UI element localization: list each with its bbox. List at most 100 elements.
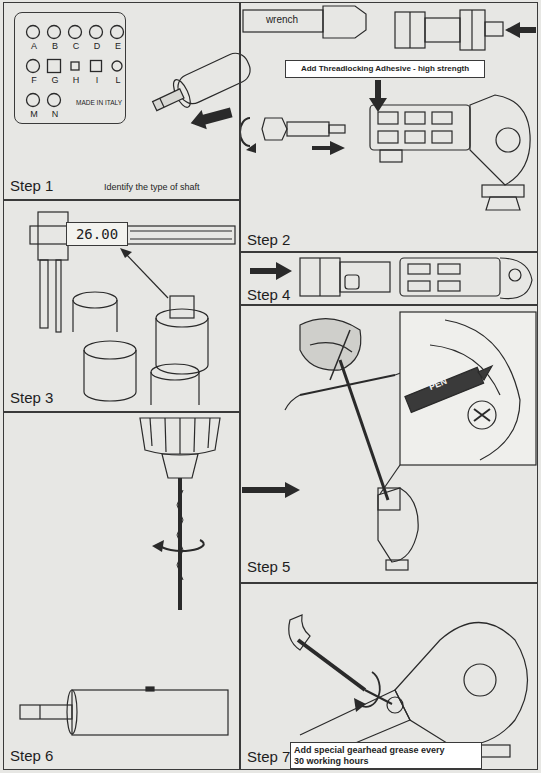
- shaft-letter: N: [48, 109, 62, 120]
- step-title: Step 2: [247, 231, 327, 249]
- note-text: Add Threadlocking Adhesive - high streng…: [286, 64, 484, 74]
- step4-parts: [250, 258, 532, 299]
- drill: [194, 418, 195, 452]
- step2-parts: [378, 112, 398, 124]
- trimmer: [310, 343, 352, 352]
- step-panel: Step 326.00: [3, 200, 240, 412]
- step-title: Step 6: [10, 747, 90, 765]
- maker-mark: MADE IN ITALY: [75, 99, 123, 107]
- drill: [20, 418, 228, 735]
- caliper: [38, 212, 68, 260]
- caliper: [56, 260, 61, 332]
- step4-parts: [340, 262, 390, 292]
- step2-parts: [378, 131, 398, 143]
- plate-shapes: [91, 61, 102, 72]
- step2-parts: [395, 12, 425, 48]
- step2-parts: [240, 6, 536, 210]
- step4-parts: [408, 281, 430, 291]
- trimmer: [474, 409, 490, 421]
- step2-parts: [262, 118, 287, 140]
- step-panel: Step 2 Add Threadlocking Adhesive - high …: [240, 2, 538, 252]
- note-text: Add special gearhead grease every 30 wor…: [294, 745, 449, 767]
- step2-parts: [240, 118, 250, 146]
- caliper: [151, 364, 199, 380]
- step7-gearhead: [354, 698, 366, 712]
- step2-parts: [323, 6, 366, 38]
- drill: [179, 418, 180, 454]
- step2-parts: [312, 141, 345, 155]
- step2-parts: [505, 22, 536, 38]
- step1-shaft: [174, 49, 255, 108]
- caliper: [156, 365, 208, 374]
- step-panel: Step 5: [240, 305, 538, 583]
- caliper: [84, 341, 136, 359]
- step-caption: Identify the type of shaft: [104, 182, 239, 193]
- step2-parts: [287, 122, 329, 136]
- step2-parts: [432, 131, 452, 143]
- trimmer: [400, 312, 536, 465]
- trimmer: [285, 395, 300, 410]
- step2-parts: [471, 10, 472, 50]
- step-title: Step 4: [247, 286, 327, 304]
- caliper-display: 26.00: [66, 222, 128, 246]
- step4-parts: [509, 269, 521, 281]
- shaft-letter: D: [90, 41, 104, 52]
- plate-shapes: [48, 94, 61, 107]
- step4-parts: [400, 258, 500, 296]
- shaft-letter: B: [48, 41, 62, 52]
- step-panel: Step 7Add special gearhead grease every …: [240, 583, 538, 770]
- trimmer: [300, 375, 395, 395]
- step1-shaft: [148, 49, 254, 133]
- type-plate: ABCDEFGHILMNMADE IN ITALY: [14, 12, 126, 124]
- shaft-letter: C: [69, 41, 83, 52]
- shaft-letter: M: [27, 109, 41, 120]
- step2-parts: [246, 143, 256, 153]
- trimmer: [386, 560, 408, 570]
- caliper: [130, 238, 232, 239]
- step1-shaft: [160, 98, 164, 107]
- drill: [177, 490, 183, 580]
- plate-shapes: [90, 26, 103, 39]
- trimmer: [300, 319, 361, 371]
- step1-shaft: [188, 103, 234, 133]
- step-title: Step 1: [10, 177, 90, 195]
- shaft-letter: E: [111, 41, 125, 52]
- step2-parts: [496, 128, 520, 152]
- part-label: PEN: [417, 372, 458, 397]
- trimmer: [330, 330, 350, 380]
- caliper: [150, 372, 151, 405]
- step7-gearhead: [387, 697, 403, 713]
- step7-gearhead: [395, 623, 528, 746]
- note-box: Add Threadlocking Adhesive - high streng…: [285, 60, 485, 78]
- drill: [20, 705, 72, 719]
- drill: [162, 454, 198, 478]
- shaft-letter: I: [90, 75, 104, 86]
- caliper: [72, 300, 73, 332]
- step2-parts: [460, 10, 485, 50]
- note-box: Add special gearhead grease every 30 wor…: [290, 742, 482, 769]
- step2-parts: [369, 80, 387, 112]
- step7-gearhead: [360, 672, 380, 707]
- step7-gearhead: [289, 615, 528, 760]
- plate-shapes: [48, 26, 61, 39]
- step2-parts: [405, 112, 425, 124]
- caliper: [198, 372, 199, 405]
- step-panel: Step 6: [3, 412, 240, 770]
- step4-parts: [438, 264, 460, 274]
- tool-label: wrench: [252, 14, 312, 26]
- trimmer: [405, 367, 484, 412]
- step-title: Step 5: [247, 558, 327, 576]
- drill: [39, 705, 40, 719]
- trimmer: [378, 488, 418, 562]
- drill: [72, 690, 228, 735]
- step1-shaft: [148, 49, 254, 120]
- drill: [146, 687, 154, 691]
- shaft-letter: L: [111, 75, 125, 86]
- caliper: [40, 260, 48, 328]
- caliper: [135, 350, 136, 392]
- caliper: [116, 300, 117, 332]
- shaft-letter: G: [48, 75, 62, 86]
- step7-gearhead: [464, 664, 496, 696]
- step2-parts: [370, 105, 470, 150]
